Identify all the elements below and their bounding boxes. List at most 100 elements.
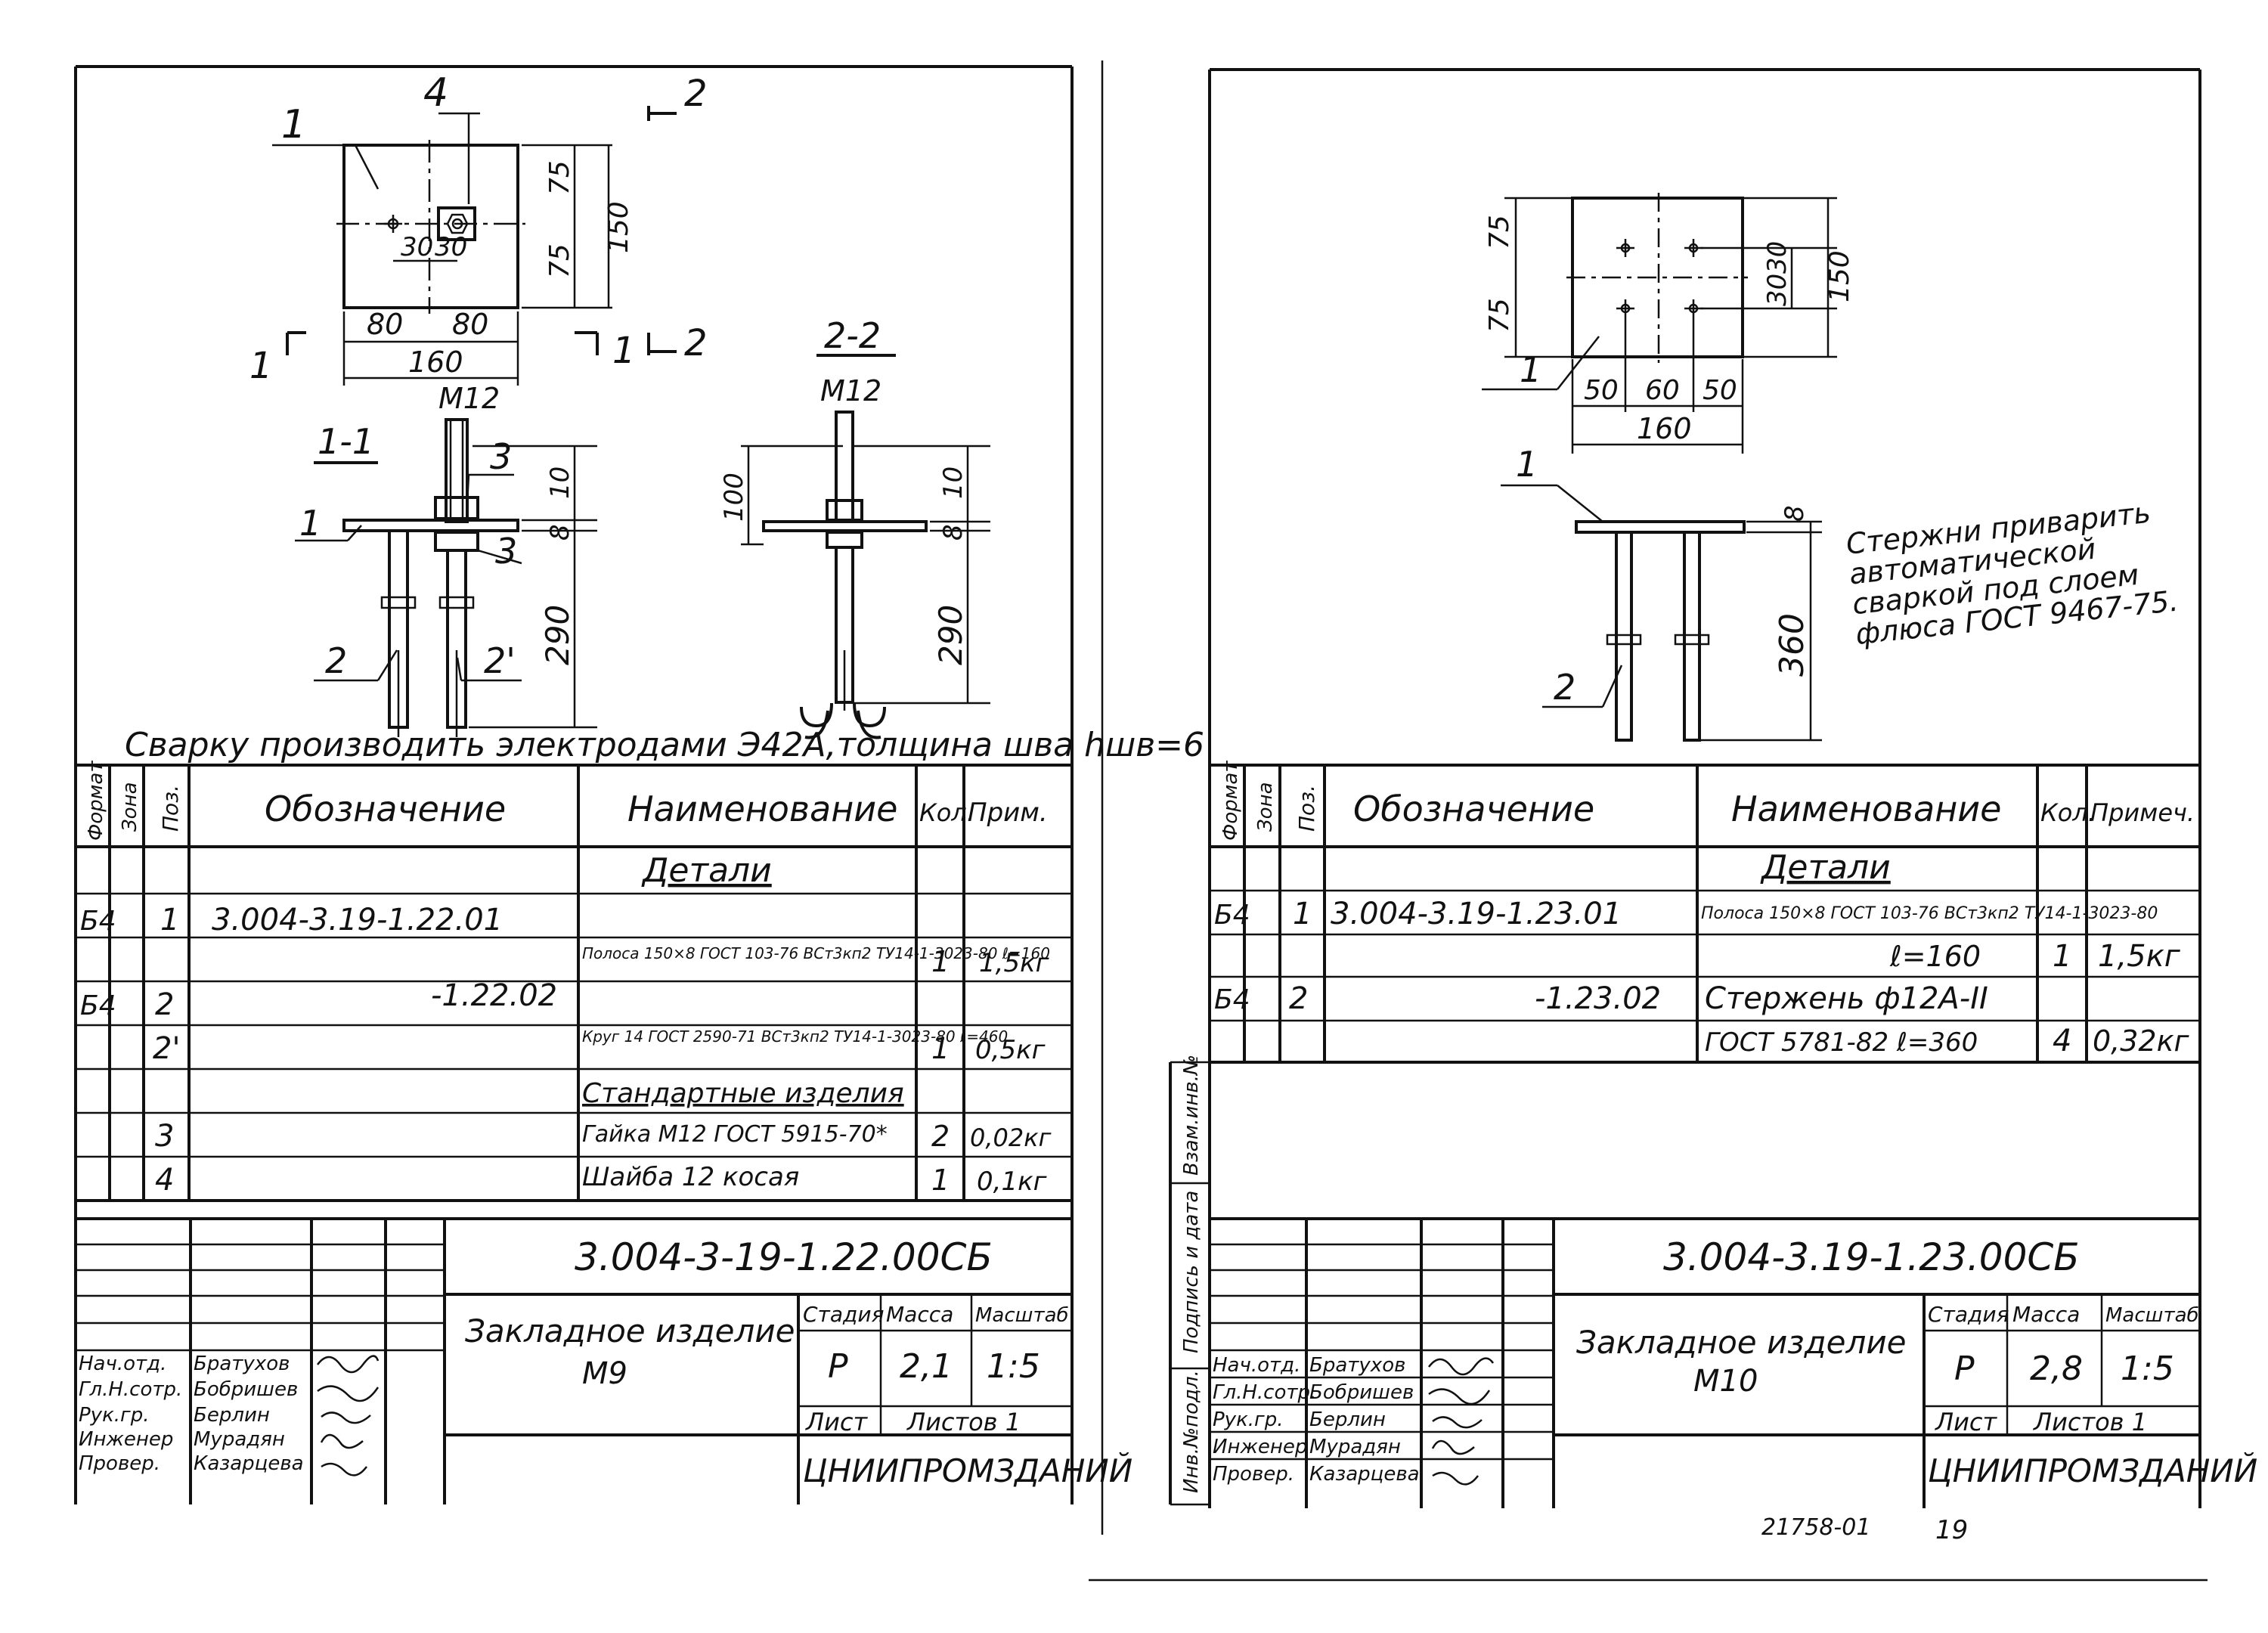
right-row1-name: Полоса 150×8 ГОСТ 103-76 ВСт3кп2 ТУ14-1-… — [1701, 904, 2158, 923]
left-title-block: 3.004-3-19-1.22.00СБ Закладное изделие М… — [76, 1217, 1132, 1504]
right-role-4: Инженер — [1213, 1436, 1307, 1458]
right-row2-name: ℓ=160 — [1889, 940, 1981, 973]
section-1-1-thread: M12 — [438, 382, 500, 415]
right-header-format: Формат — [1219, 761, 1242, 841]
right-dim-160: 160 — [1637, 412, 1692, 445]
left-sheets-label: Листов 1 — [906, 1408, 1021, 1436]
left-row3-qty: 1 — [931, 1032, 950, 1065]
left-row3-pos: 2' — [153, 1031, 180, 1066]
right-row1-designation: 3.004-3.19-1.23.01 — [1331, 897, 1622, 931]
dim-right-75a: 75 — [544, 160, 575, 195]
dim-1-1-290: 290 — [539, 605, 576, 665]
signature-2 — [317, 1385, 380, 1402]
signature-3 — [321, 1411, 371, 1424]
left-row2-pos: 2 — [155, 987, 174, 1022]
left-drawing-code: 3.004-3-19-1.22.00СБ — [575, 1235, 993, 1279]
left-header-designation: Обозначение — [265, 789, 506, 829]
dim-1-1-10: 10 — [545, 466, 575, 499]
left-row2-designation: -1.22.02 — [431, 978, 557, 1013]
stamp-signature-date: Подпись и дата — [1180, 1191, 1203, 1353]
right-stage-label: Стадия — [1928, 1302, 2009, 1327]
right-scale-label: Масштаб — [2105, 1304, 2199, 1327]
left-mark: М9 — [582, 1356, 627, 1391]
right-spec-table: Формат Зона Поз. Обозначение Наименовани… — [1210, 761, 2200, 1064]
stamp-replacement-inv: Взам.инв.№ — [1180, 1055, 1203, 1176]
right-row3-format: Б4 — [1214, 984, 1250, 1015]
right-role-5: Провер. — [1213, 1463, 1294, 1486]
right-plan-view: 75 75 30 30 150 50 60 50 160 — [1482, 193, 1855, 454]
right-mark: М10 — [1693, 1364, 1758, 1399]
callout-3-bottom: 3 — [495, 531, 517, 572]
section-2-2: 2-2 M12 100 10 8 290 — [719, 315, 990, 739]
left-row2-name: Круг 14 ГОСТ 2590-71 ВСт3кп2 ТУ14-1-3023… — [582, 1027, 1008, 1046]
section-mark-2-top: 2 — [684, 73, 708, 115]
right-row1-pos: 1 — [1293, 897, 1312, 931]
left-header-pos: Поз. — [158, 785, 183, 832]
left-row-heading-details: Детали — [641, 851, 772, 890]
left-header-note: Прим. — [968, 798, 1048, 828]
callout-2: 2 — [325, 640, 347, 681]
left-title: Закладное изделие — [465, 1312, 795, 1349]
right-drawing-code: 3.004-3.19-1.23.00СБ — [1663, 1235, 2080, 1279]
left-sheet: 1 4 30 30 75 75 150 80 80 160 — [74, 60, 1204, 1535]
dim-2-2-8: 8 — [938, 524, 968, 541]
right-signature-1 — [1428, 1357, 1495, 1376]
right-dim-left-75b: 75 — [1484, 298, 1515, 333]
dim-bottom-80a: 80 — [367, 308, 403, 341]
right-header-designation: Обозначение — [1353, 789, 1594, 829]
section-2-2-title: 2-2 — [824, 315, 881, 356]
right-dim-150: 150 — [1824, 250, 1855, 302]
footer-page-number: 19 — [1935, 1515, 1968, 1545]
callout-1-section: 1 — [299, 503, 321, 544]
right-dim-60: 60 — [1645, 375, 1680, 406]
right-signature-3 — [1432, 1416, 1483, 1429]
left-row1-format: Б4 — [80, 906, 116, 937]
right-weld-note: Стержни приварить автоматической сваркой… — [1844, 495, 2180, 652]
section-mark-1-left: 1 — [249, 345, 273, 387]
right-row3-pos: 2 — [1289, 981, 1308, 1016]
right-dim-50b: 50 — [1703, 375, 1737, 406]
left-row3-note: 0,5кг — [975, 1035, 1046, 1065]
right-plan-callout-1: 1 — [1520, 349, 1541, 390]
section-2-2-thread: M12 — [820, 374, 881, 407]
section-mark-1-right: 1 — [612, 330, 636, 372]
right-dim-30a: 30 — [1762, 241, 1792, 274]
left-welding-note: Сварку производить электродами Э42А,толщ… — [125, 726, 1204, 764]
left-stage: Р — [828, 1347, 848, 1386]
left-row6-qty: 1 — [931, 1164, 950, 1197]
right-name-2: Бобришев — [1309, 1381, 1414, 1404]
dim-right-75b: 75 — [544, 243, 575, 278]
right-signature-4 — [1431, 1439, 1475, 1455]
callout-2-prime: 2' — [484, 640, 516, 681]
right-elev-callout-2: 2 — [1554, 667, 1576, 708]
right-mass: 2,8 — [2030, 1349, 2083, 1388]
right-organization: ЦНИИПРОМЗДАНИЙ — [1928, 1452, 2257, 1489]
dim-2-2-10: 10 — [938, 466, 968, 499]
right-role-2: Гл.Н.сотр. — [1213, 1381, 1316, 1404]
dim-bottom-160: 160 — [408, 346, 463, 379]
left-row1-note: 1,5кг — [979, 948, 1050, 978]
right-sheet: 75 75 30 30 150 50 60 50 160 — [1169, 68, 2257, 1545]
left-row1-pos: 1 — [160, 903, 179, 937]
left-role-3: Рук.гр. — [79, 1404, 149, 1427]
left-mass-label: Масса — [886, 1302, 953, 1327]
dim-hole-right: 30 — [435, 232, 467, 262]
callout-1: 1 — [281, 102, 306, 147]
right-role-1: Нач.отд. — [1213, 1354, 1300, 1377]
right-sheet-label: Лист — [1935, 1408, 1997, 1436]
right-row1-format: Б4 — [1214, 900, 1250, 931]
left-header-name: Наименование — [627, 789, 897, 829]
right-header-name: Наименование — [1731, 789, 2001, 829]
signature-5 — [321, 1462, 367, 1477]
right-name-4: Мурадян — [1309, 1436, 1401, 1458]
left-sheet-label: Лист — [805, 1408, 868, 1436]
left-row5-pos: 3 — [155, 1119, 174, 1154]
left-row6-name: Шайба 12 косая — [582, 1162, 799, 1192]
dim-1-1-8: 8 — [545, 524, 575, 541]
right-name-1: Братухов — [1309, 1354, 1405, 1377]
right-row2-qty: 1 — [2053, 939, 2071, 974]
right-title-block: 3.004-3.19-1.23.00СБ Закладное изделие М… — [1210, 1217, 2257, 1508]
left-header-zone: Зона — [119, 782, 141, 832]
right-dim-left-75a: 75 — [1484, 215, 1515, 249]
